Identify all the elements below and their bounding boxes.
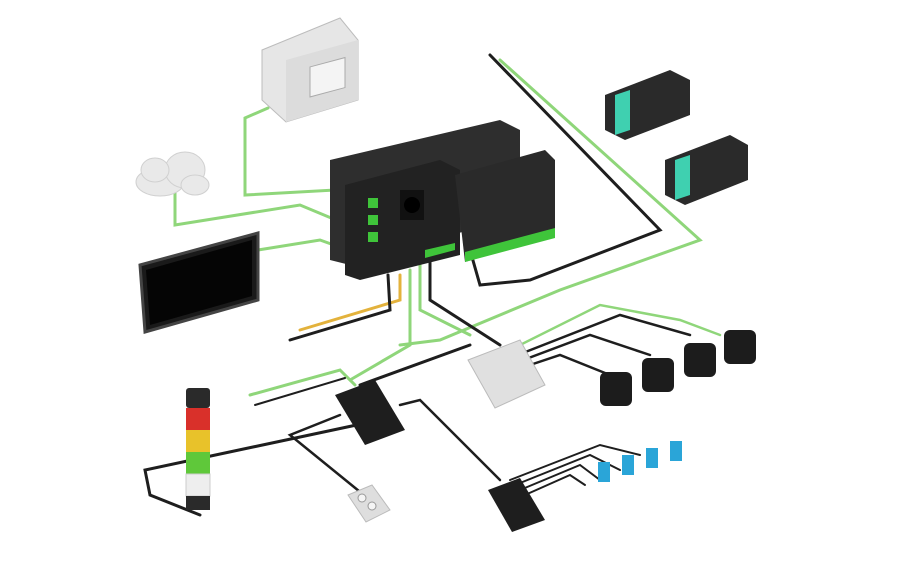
io-hub-middle [335,380,405,445]
cables [143,53,722,517]
cable-black-1 [288,273,392,342]
camera-sensor [600,372,632,406]
servo-motor-1 [605,70,690,140]
cable-lowerhub-black [358,343,472,387]
cable-left-black [254,377,346,406]
cable-buttonbox [287,413,372,502]
signal-tower [185,388,211,510]
photo-sensors [598,441,682,482]
rotary-switch-icon [404,197,420,213]
camera-sensor [684,343,716,377]
photo-sensor [598,462,610,482]
cable-yellow [298,273,402,332]
camera-sensors [600,330,756,406]
photo-sensor [622,455,634,475]
photo-sensor [670,441,682,461]
cloud-icon [135,151,210,197]
servo-motor-2 [665,135,748,205]
control-cabinet [261,17,359,123]
cable-left-green [248,368,357,397]
cable-to-lowerhub [348,268,412,382]
cable-motor-bus [468,53,663,287]
cable-to-hub [428,253,502,347]
cable-tower [143,418,382,517]
cable-motor-bus-green [398,58,703,347]
cable-to-hub-green [418,258,472,337]
io-hub-sensors [488,478,545,532]
photo-sensor [646,448,658,468]
display-screen [138,231,260,334]
camera-sensor [642,358,674,392]
camera-sensor [724,330,756,364]
push-button-box [347,484,391,523]
controller [330,120,555,280]
cable-sensorhub [398,398,502,482]
io-hub-light [467,339,546,409]
